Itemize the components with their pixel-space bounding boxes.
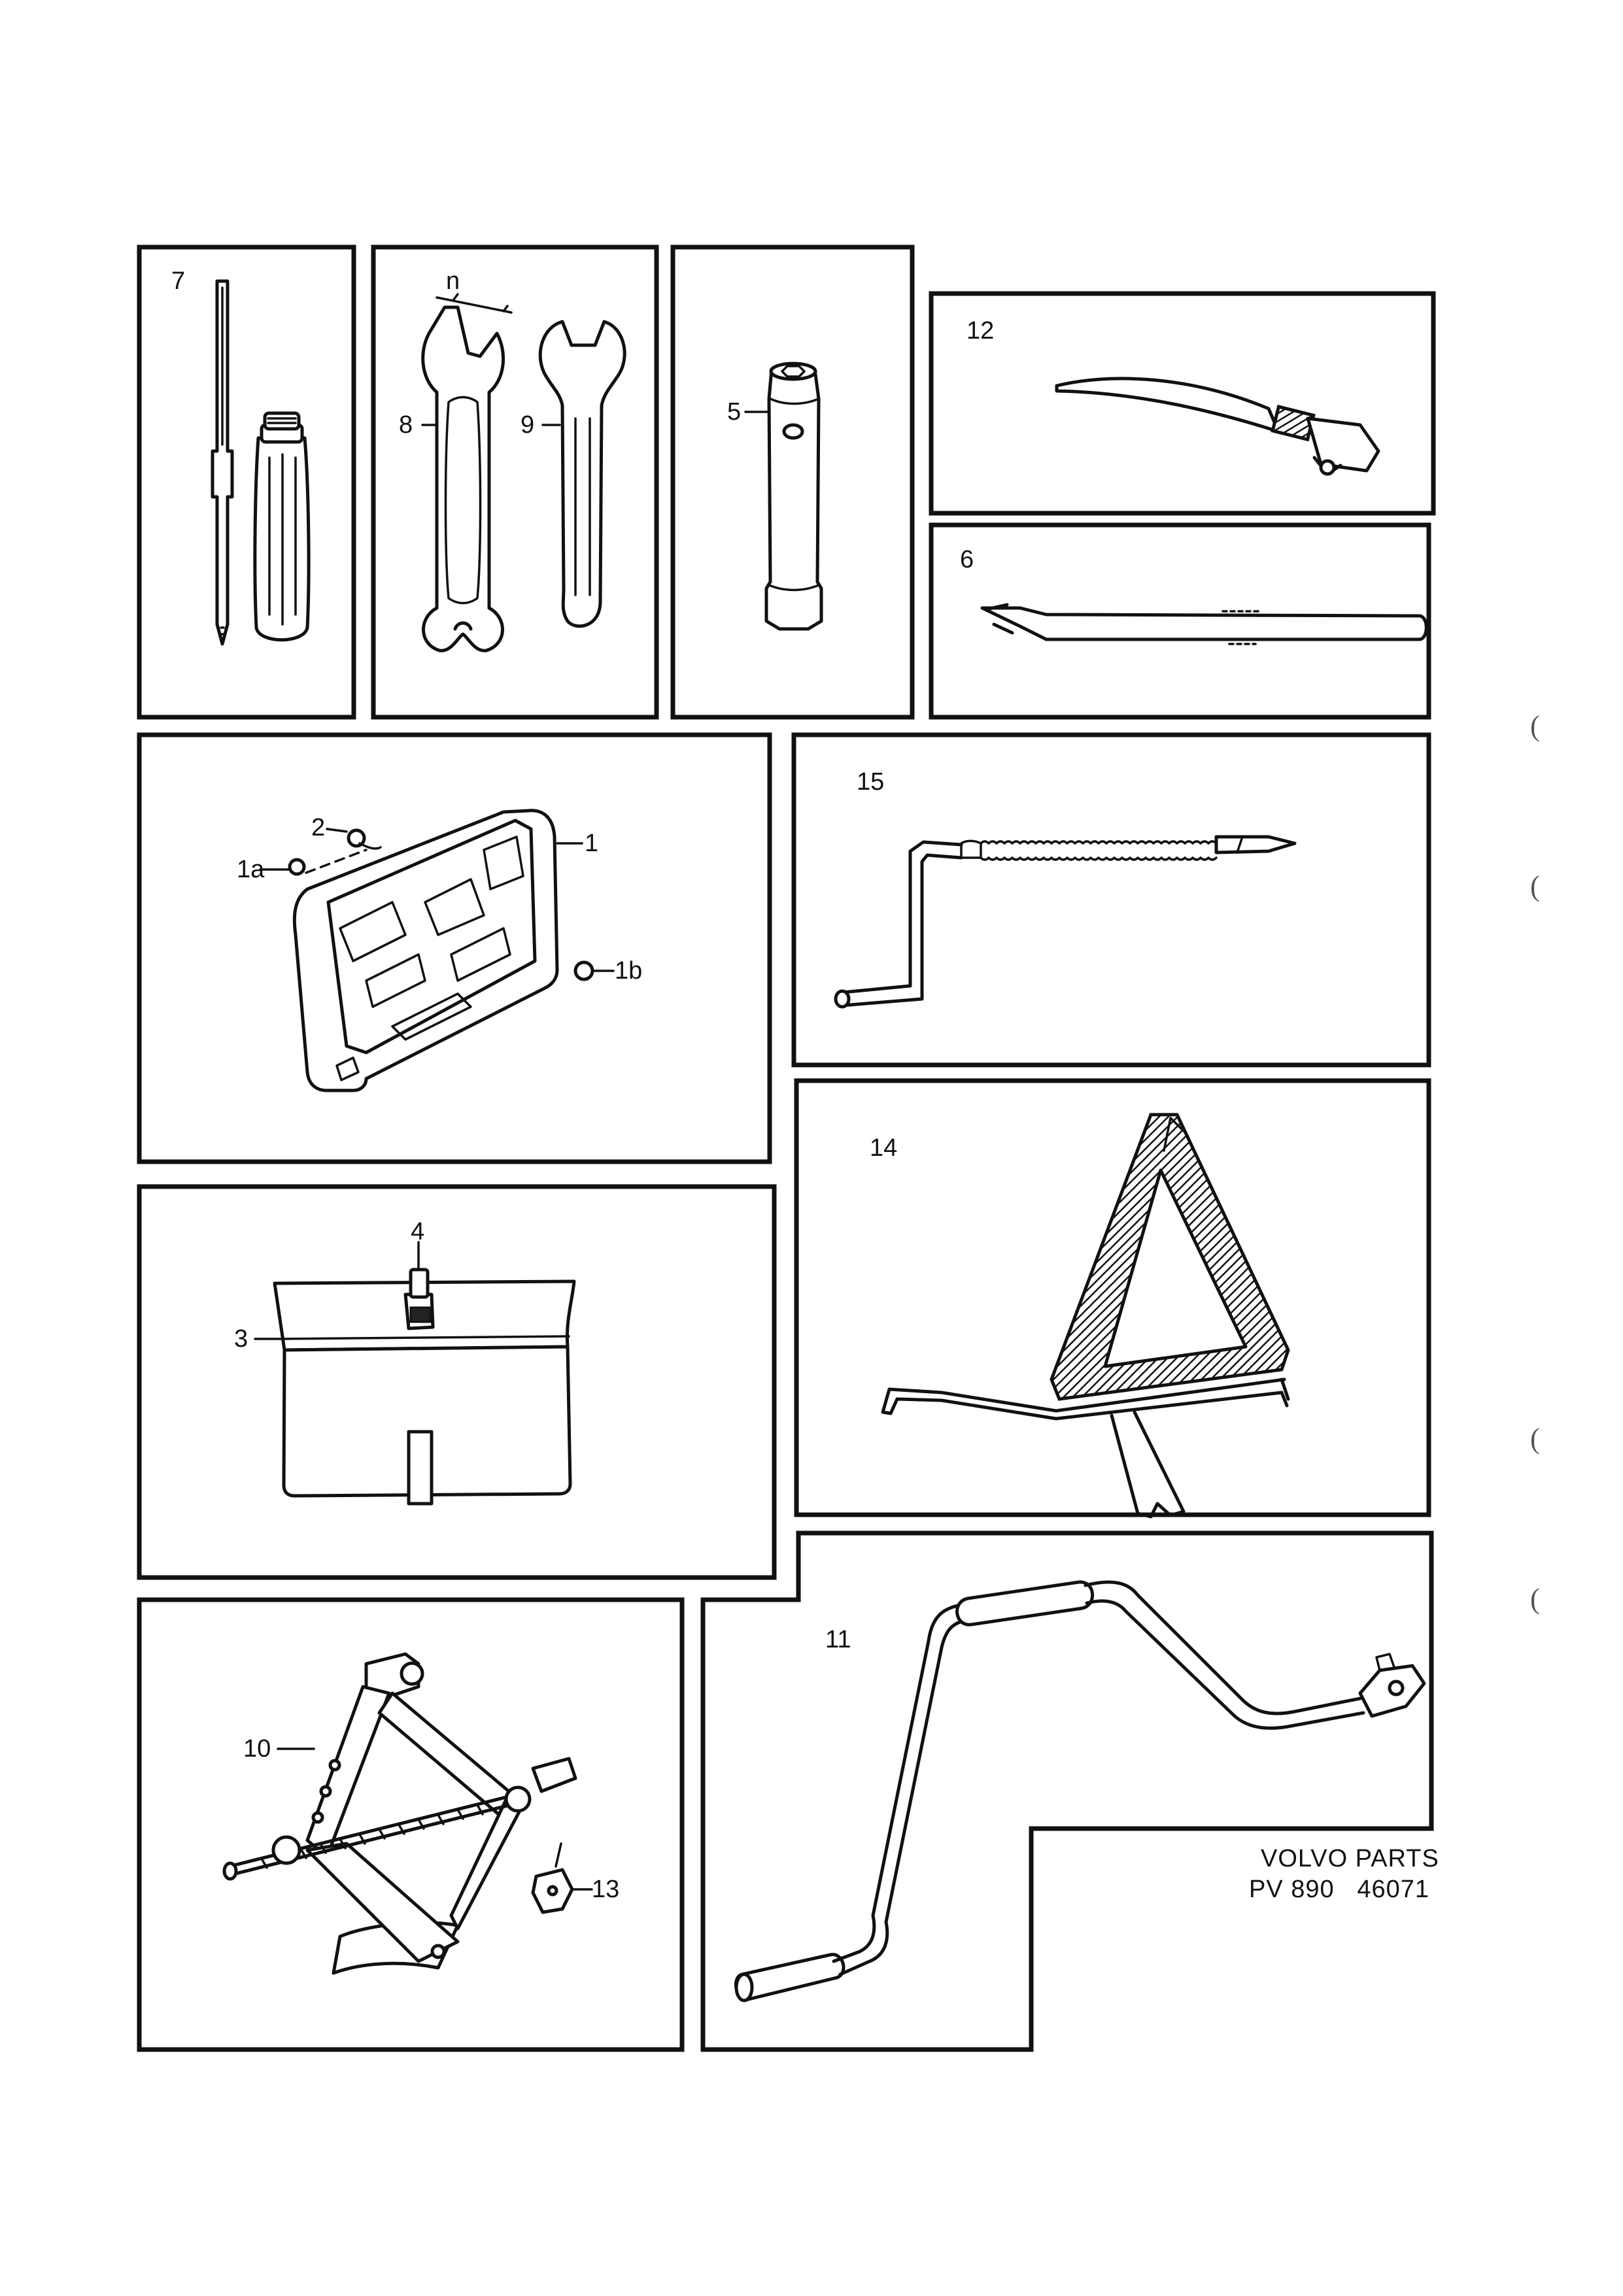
callout-15: 15 xyxy=(857,768,884,796)
strap-drawing: 12 xyxy=(966,317,1380,476)
panel-tool-bag-frame xyxy=(137,1184,777,1580)
scissor-jack-drawing: 10 13 xyxy=(222,1652,619,1975)
margin-mark-4: ( xyxy=(1530,1583,1540,1615)
panel-tool-holder-frame xyxy=(137,732,772,1164)
callout-1a: 1a xyxy=(237,856,265,883)
panel-jack-frame xyxy=(137,1597,685,2052)
tool-bag-drawing: 4 3 xyxy=(234,1218,576,1506)
reference-line-2: PV 890 46071 xyxy=(1249,1876,1429,1903)
wrenches-drawing: n 8 9 xyxy=(399,267,626,652)
callout-12: 12 xyxy=(966,317,994,345)
panel-screwdriver-frame xyxy=(137,245,356,720)
crank-handle-drawing: 15 xyxy=(834,768,1297,1009)
panel-wrenches-frame xyxy=(371,245,659,720)
panel-tyre-lever-frame xyxy=(929,522,1431,720)
screwdriver-drawing: 7 xyxy=(171,267,311,646)
callout-1b: 1b xyxy=(615,957,642,985)
panel-crank-handle-frame xyxy=(791,732,1431,1068)
margin-mark-2: ( xyxy=(1530,870,1540,902)
panel-box-spanner-frame xyxy=(670,245,915,720)
callout-7: 7 xyxy=(171,267,185,295)
margin-mark-1: ( xyxy=(1530,710,1540,742)
box-spanner-drawing: 5 xyxy=(727,362,823,631)
margin-mark-3: ( xyxy=(1530,1423,1540,1455)
warning-triangle-drawing: 14 xyxy=(870,1113,1290,1519)
panel-warning-triangle-frame xyxy=(794,1078,1431,1517)
callout-1: 1 xyxy=(585,830,598,857)
callout-2: 2 xyxy=(311,814,325,841)
tyre-lever-drawing: 6 xyxy=(960,546,1428,645)
panel-wheel-crank-frame xyxy=(700,1530,1434,2052)
callout-10: 10 xyxy=(243,1735,271,1763)
panel-strap-frame xyxy=(929,291,1436,516)
callout-6: 6 xyxy=(960,546,974,573)
callout-9: 9 xyxy=(521,411,534,439)
callout-n: n xyxy=(446,267,460,295)
callout-5: 5 xyxy=(727,398,741,426)
wheel-crank-drawing: 11 xyxy=(734,1580,1426,2002)
callout-8: 8 xyxy=(399,411,413,439)
callout-14: 14 xyxy=(870,1134,897,1162)
reference-line-1: VOLVO PARTS xyxy=(1261,1845,1439,1872)
callout-3: 3 xyxy=(234,1325,248,1353)
callout-11: 11 xyxy=(825,1626,851,1653)
callout-4: 4 xyxy=(411,1218,424,1245)
callout-13: 13 xyxy=(592,1876,619,1903)
tool-holder-drawing: 1 1a 1b 2 xyxy=(237,809,642,1092)
